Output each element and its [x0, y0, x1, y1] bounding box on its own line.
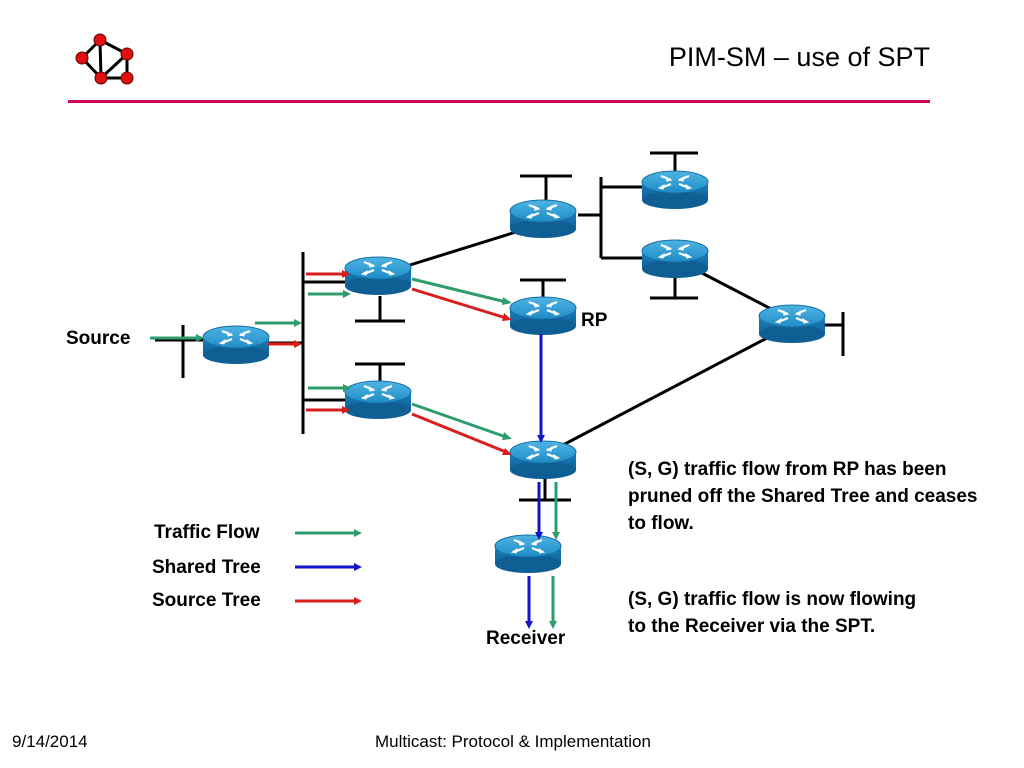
router-icon — [508, 295, 578, 337]
note-pruned: (S, G) traffic flow from RP has been pru… — [628, 459, 978, 534]
title-divider — [68, 100, 930, 103]
network-logo-icon — [75, 33, 134, 85]
router-icon — [508, 198, 578, 240]
router-icon — [493, 533, 563, 575]
router-icon — [508, 439, 578, 481]
source-label: Source — [66, 328, 131, 349]
slide-title: PIM-SM – use of SPT — [668, 42, 930, 72]
router-icon — [640, 169, 710, 211]
legend-arrows — [295, 529, 362, 605]
router-icon — [201, 324, 271, 366]
flow-arrows — [150, 270, 560, 629]
footer-date: 9/14/2014 — [12, 732, 88, 751]
router-icon — [343, 379, 413, 421]
note-spt: (S, G) traffic flow is now flowing to th… — [628, 589, 917, 637]
rp-label: RP — [581, 310, 608, 331]
footer-title: Multicast: Protocol & Implementation — [375, 732, 651, 751]
legend-source-tree: Source Tree — [152, 590, 261, 611]
receiver-label: Receiver — [486, 628, 566, 649]
router-icon — [757, 303, 827, 345]
legend-shared-tree: Shared Tree — [152, 557, 261, 578]
router-icon — [343, 255, 413, 297]
router-icon — [640, 238, 710, 280]
legend-traffic-flow: Traffic Flow — [154, 522, 260, 543]
